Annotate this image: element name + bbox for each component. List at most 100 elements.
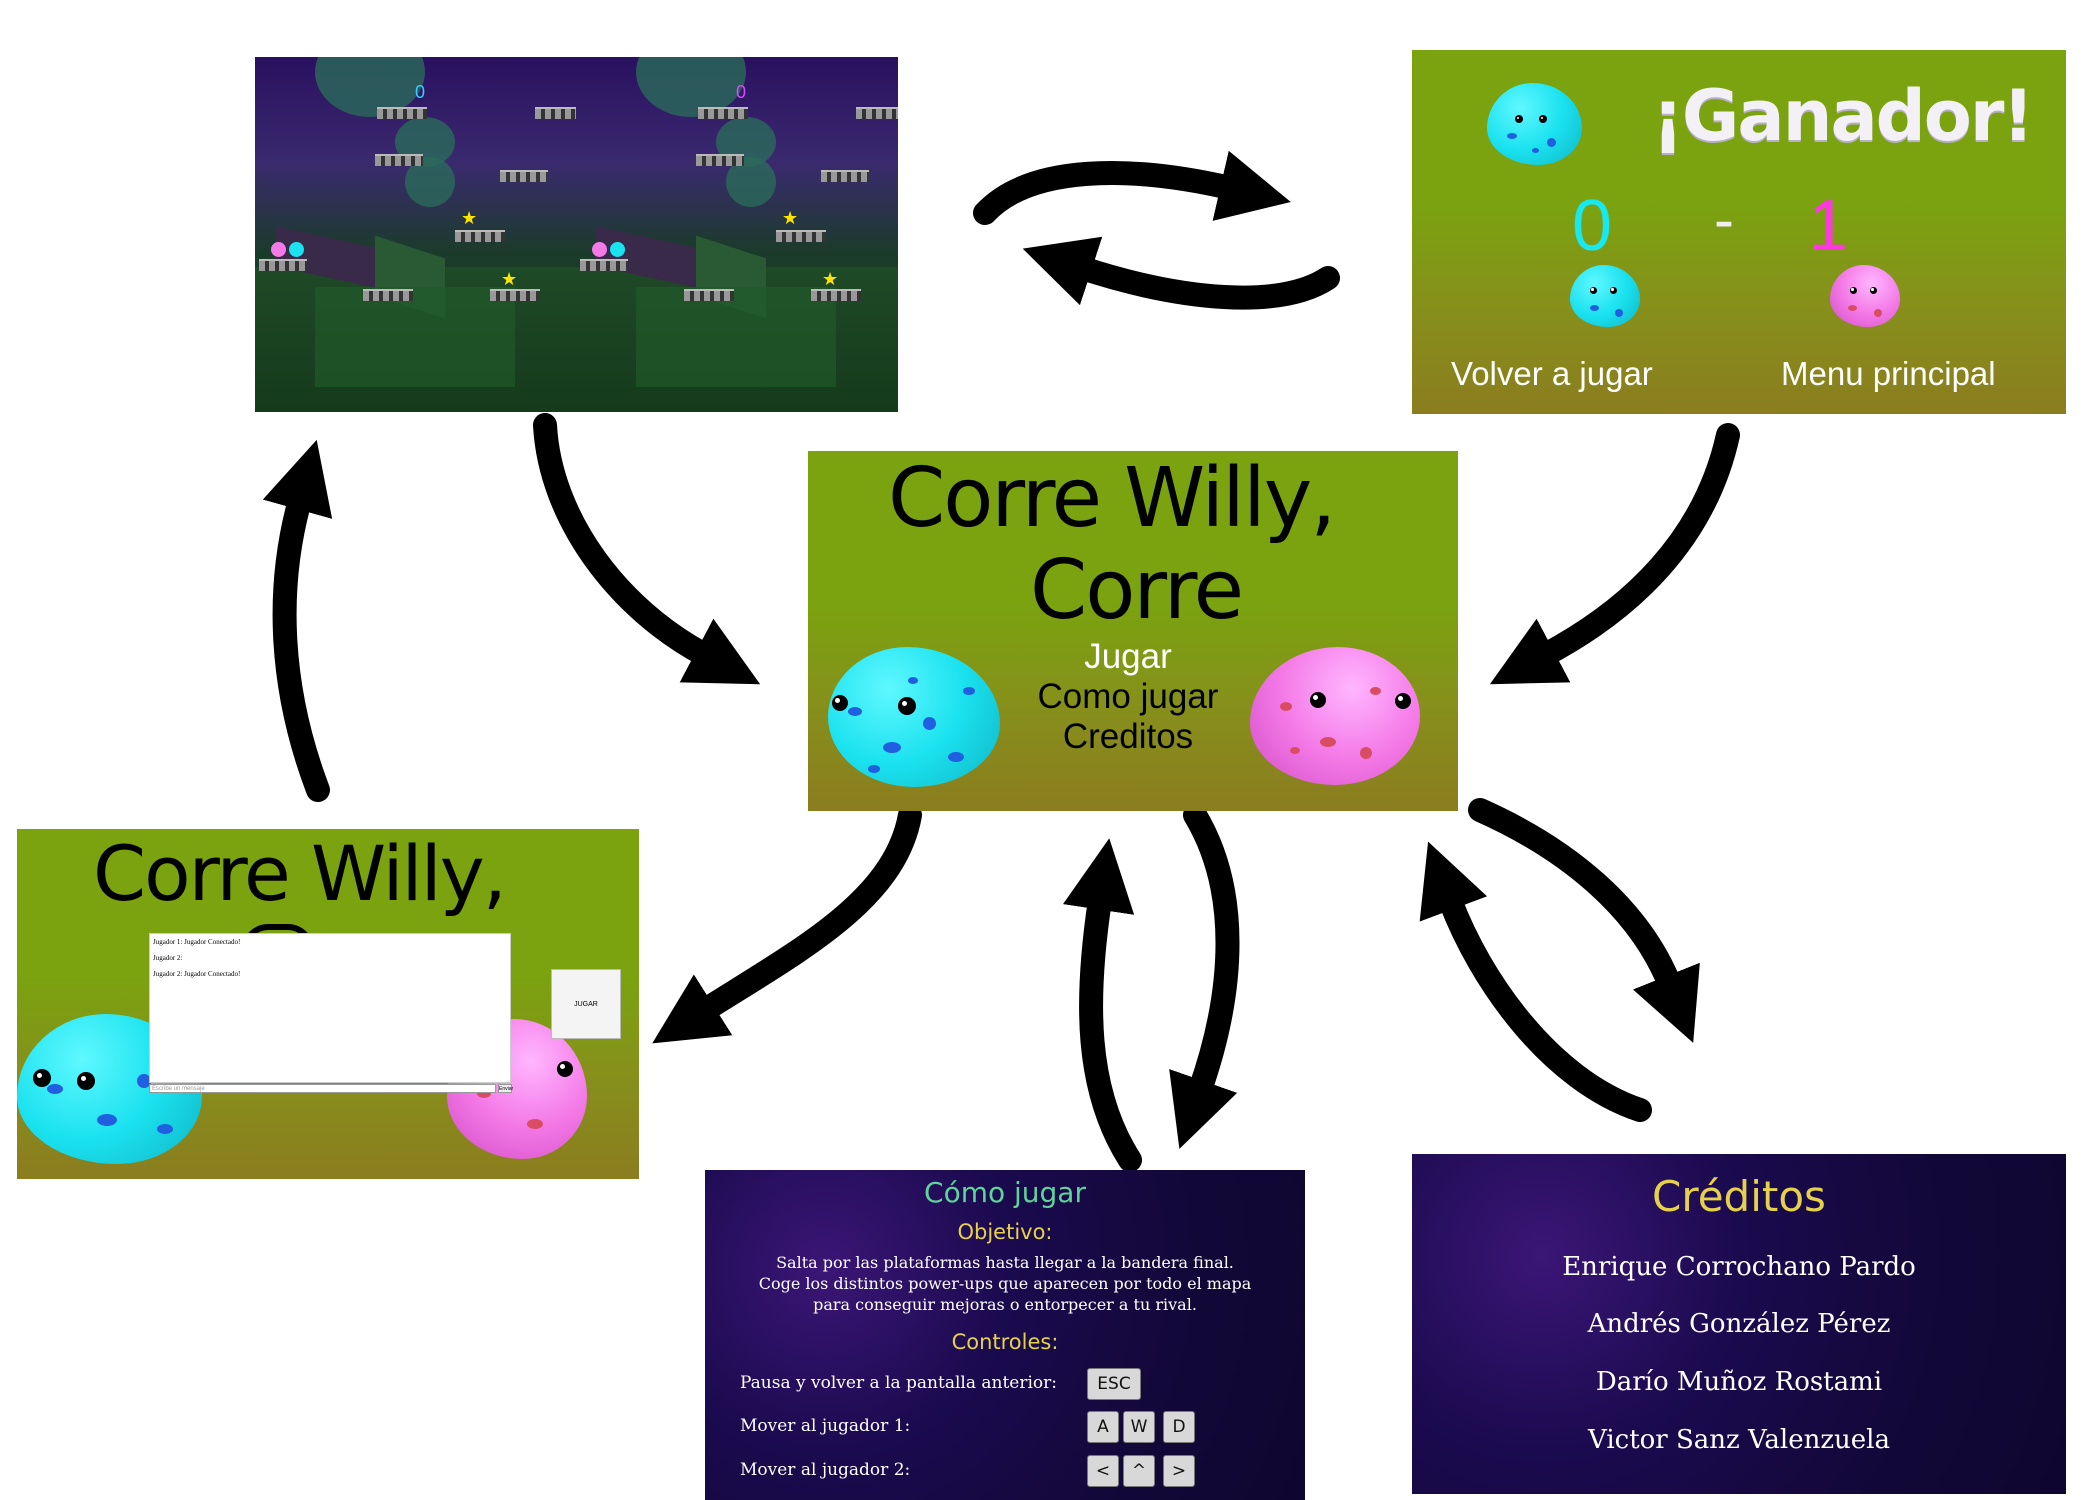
pink-character	[1250, 647, 1420, 785]
winner-screen: ¡Ganador! 0 - 1 Volver a jugar Menu prin…	[1412, 50, 2066, 414]
platform	[821, 170, 869, 182]
platform	[580, 259, 628, 271]
key-w-icon: W	[1123, 1411, 1155, 1443]
main-menu-screen: Corre Willy, Corre Jugar Como jugar Cred…	[808, 451, 1458, 811]
credit-name: Darío Muñoz Rostami	[1595, 1367, 1883, 1397]
eye-icon	[1515, 115, 1523, 123]
gameplay-view-right: 0 ★ ★	[576, 57, 898, 412]
cyan-player-icon	[289, 242, 304, 257]
key-up-arrow-icon: ^	[1123, 1455, 1155, 1487]
message-input[interactable]: Escribe un mensaje	[149, 1084, 496, 1093]
eye-icon	[1395, 693, 1411, 709]
platform	[776, 230, 826, 242]
send-button[interactable]: Enviar	[498, 1084, 514, 1093]
platform	[811, 289, 861, 301]
credits-screen: Créditos Enrique Corrochano Pardo Andrés…	[1412, 1154, 2066, 1494]
objective-text: Salta por las plataformas hasta llegar a…	[705, 1252, 1305, 1315]
eye-icon	[557, 1061, 573, 1077]
eye-icon	[1590, 287, 1597, 294]
platform	[363, 289, 413, 301]
menu-list: Jugar Como jugar Creditos	[978, 637, 1278, 757]
platform	[856, 107, 898, 119]
score-left: 0	[415, 82, 426, 102]
controls-heading: Controles:	[951, 1330, 1059, 1354]
platform	[696, 154, 744, 166]
objective-line: para conseguir mejoras o entorpecer a tu…	[813, 1295, 1197, 1314]
eye-icon	[898, 697, 916, 715]
winner-player2-character	[1830, 265, 1900, 327]
platform	[259, 259, 307, 271]
play-again-button[interactable]: Volver a jugar	[1451, 355, 1653, 392]
arrow-gameplay-to-winner	[973, 150, 1291, 225]
main-menu-button[interactable]: Menu principal	[1781, 355, 1996, 392]
eye-icon	[1870, 287, 1877, 294]
menu-item-credits[interactable]: Creditos	[1062, 717, 1194, 756]
eye-icon	[832, 695, 848, 711]
credit-name: Enrique Corrochano Pardo	[1562, 1252, 1916, 1282]
objective-line: Salta por las plataformas hasta llegar a…	[776, 1253, 1234, 1272]
pink-player-icon	[592, 242, 607, 257]
howto-title: Cómo jugar	[924, 1176, 1086, 1209]
chat-line: Jugador 2: Jugador Conectado!	[153, 970, 241, 978]
star-powerup-icon: ★	[822, 269, 839, 290]
arrow-winner-to-menu	[1489, 423, 1740, 685]
arrow-howto-to-menu	[1062, 838, 1142, 1172]
platform	[375, 154, 423, 166]
arrow-menu-to-howto	[1169, 803, 1240, 1149]
star-powerup-icon: ★	[501, 269, 518, 290]
control-label-player2: Mover al jugador 2:	[740, 1460, 911, 1480]
chat-line: Jugador 2:	[153, 954, 183, 962]
platform	[490, 289, 540, 301]
how-to-play-screen: Cómo jugar Objetivo: Salta por las plata…	[705, 1170, 1305, 1500]
star-powerup-icon: ★	[782, 208, 799, 229]
star-powerup-icon: ★	[461, 208, 478, 229]
game-title-line1: Corre Willy,	[888, 451, 1336, 546]
gameplay-screen: 0 ★ ★ 0 ★ ★	[255, 57, 898, 412]
eye-icon	[1850, 287, 1857, 294]
arrow-menu-to-lobby	[652, 803, 922, 1044]
key-a-icon: A	[1087, 1411, 1119, 1443]
pink-player-icon	[271, 242, 286, 257]
menu-item-play[interactable]: Jugar	[1084, 637, 1172, 676]
winner-score-separator: -	[1714, 186, 1734, 253]
lobby-screen: Corre Willy, Jugador 1: Jugador Conectad…	[17, 829, 639, 1179]
arrow-winner-to-gameplay	[1022, 236, 1340, 310]
key-right-arrow-icon: >	[1163, 1455, 1195, 1487]
platform	[698, 107, 748, 119]
cyan-character	[828, 647, 1000, 787]
eye-icon	[1610, 287, 1617, 294]
key-left-arrow-icon: <	[1087, 1455, 1119, 1487]
platform	[377, 107, 427, 119]
gameplay-view-left: 0 ★ ★	[255, 57, 576, 412]
play-button[interactable]: JUGAR	[551, 969, 621, 1039]
score-right: 0	[736, 82, 747, 102]
menu-item-how-to-play[interactable]: Como jugar	[1037, 677, 1219, 716]
game-title-line2: Corre	[1030, 543, 1244, 638]
arrow-menu-to-credits	[1468, 798, 1700, 1043]
winner-player1-character	[1570, 265, 1640, 327]
credits-title: Créditos	[1652, 1172, 1826, 1221]
arrow-credits-to-menu	[1419, 841, 1652, 1122]
credit-name: Andrés González Pérez	[1587, 1309, 1891, 1339]
chat-log: Jugador 1: Jugador Conectado! Jugador 2:…	[149, 933, 511, 1083]
platform	[500, 170, 548, 182]
eye-icon	[33, 1069, 51, 1087]
winner-cyan-character	[1487, 83, 1582, 165]
objective-heading: Objetivo:	[957, 1220, 1053, 1244]
eye-icon	[1310, 692, 1326, 708]
winner-score-right: 1	[1808, 186, 1849, 266]
winner-score-left: 0	[1572, 186, 1613, 266]
key-esc-icon: ESC	[1087, 1368, 1141, 1400]
control-label-pause: Pausa y volver a la pantalla anterior:	[740, 1373, 1057, 1393]
arrow-gameplay-to-menu	[533, 413, 761, 685]
eye-icon	[77, 1072, 95, 1090]
platform	[535, 107, 576, 119]
key-d-icon: D	[1163, 1411, 1195, 1443]
objective-line: Coge los distintos power-ups que aparece…	[758, 1274, 1252, 1293]
credit-name: Victor Sanz Valenzuela	[1588, 1425, 1890, 1455]
lobby-title: Corre Willy,	[93, 829, 507, 918]
platform	[455, 230, 505, 242]
control-label-player1: Mover al jugador 1:	[740, 1416, 911, 1436]
eye-icon	[1539, 115, 1547, 123]
winner-title: ¡Ganador!	[1652, 75, 2034, 157]
